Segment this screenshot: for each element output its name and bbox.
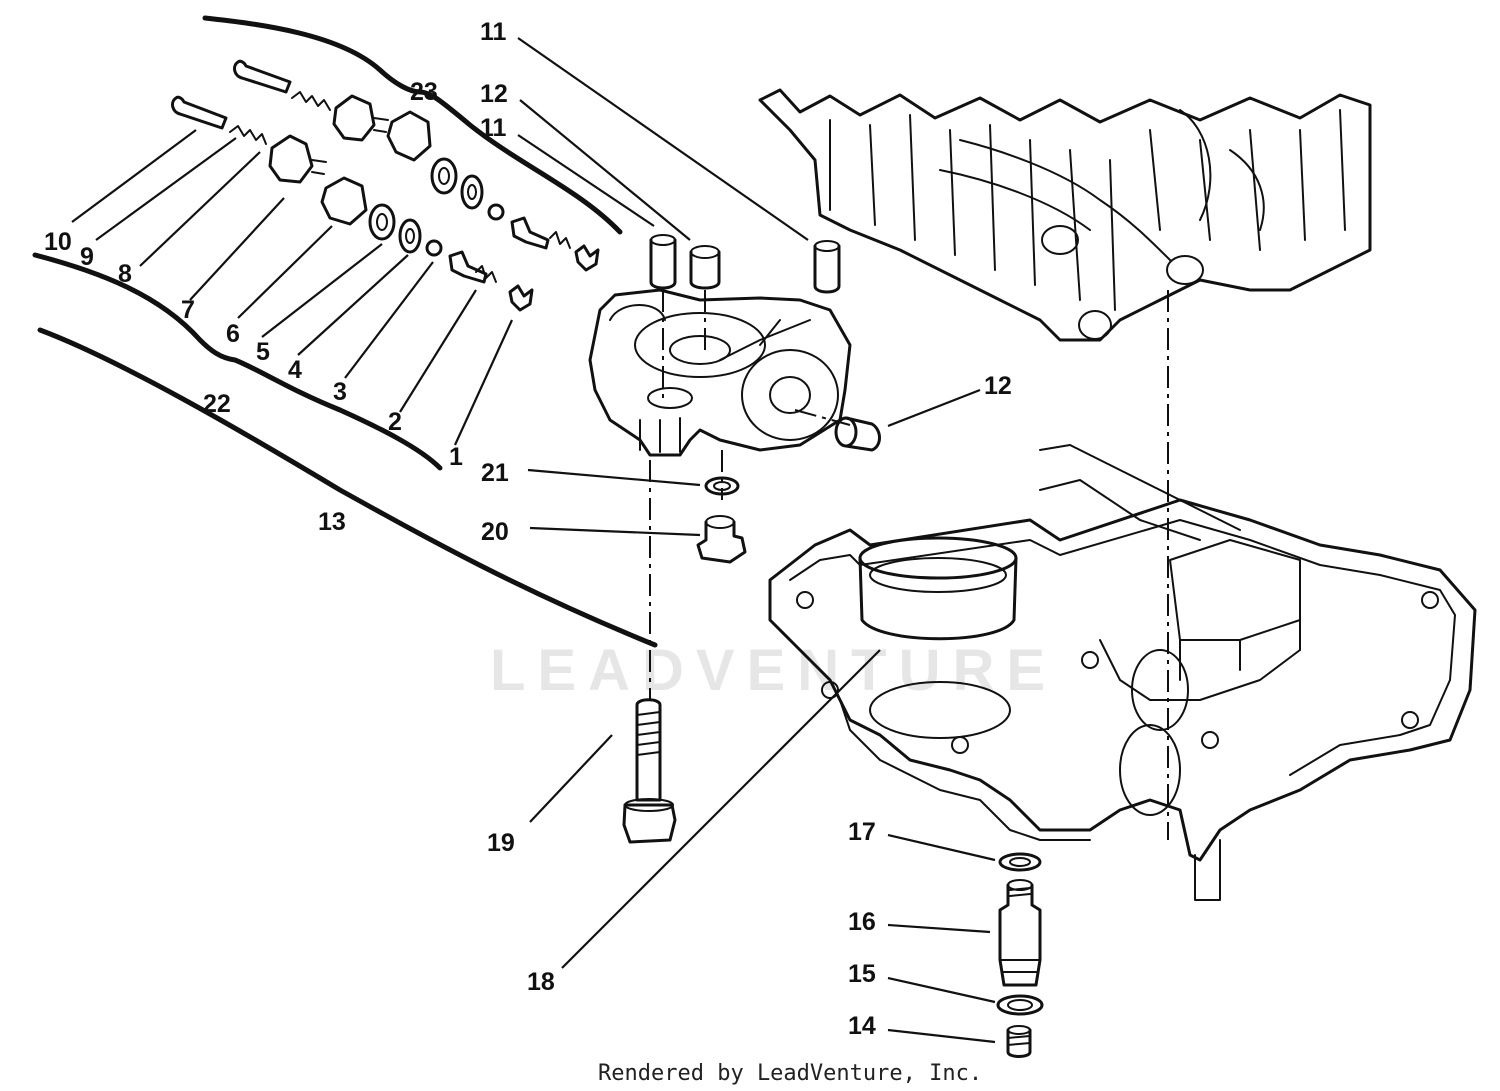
callout-22: 22 bbox=[203, 390, 231, 418]
callout-11-mid: 11 bbox=[480, 114, 507, 142]
fitting-16 bbox=[998, 879, 1042, 987]
watermark-text: LEADVENTURE bbox=[490, 638, 1057, 703]
leader-lines bbox=[71, 37, 996, 1044]
callout-16: 16 bbox=[848, 908, 876, 936]
callout-8: 8 bbox=[118, 260, 132, 288]
bushing-12-right bbox=[834, 416, 881, 452]
callout-21: 21 bbox=[481, 459, 509, 487]
bushing-11-left bbox=[649, 234, 677, 290]
crankcase-sump bbox=[768, 444, 1477, 901]
callout-15: 15 bbox=[848, 960, 876, 988]
callout-3: 3 bbox=[333, 378, 347, 406]
pump-housing bbox=[588, 288, 852, 457]
callout-23: 23 bbox=[410, 78, 438, 106]
alignment-lines bbox=[649, 290, 1169, 840]
callout-19: 19 bbox=[487, 829, 515, 857]
callout-2: 2 bbox=[388, 408, 402, 436]
plug-20 bbox=[696, 515, 747, 564]
engine-block-upper bbox=[758, 88, 1372, 342]
callout-13: 13 bbox=[318, 508, 346, 536]
callout-labels: 1 2 3 4 5 6 7 8 9 10 11 12 11 12 13 14 1… bbox=[44, 18, 1012, 1040]
bushing-11-right bbox=[813, 240, 841, 294]
footer-credit: Rendered by LeadVenture, Inc. bbox=[598, 1061, 982, 1086]
callout-18: 18 bbox=[527, 968, 555, 996]
callout-12-top: 12 bbox=[480, 80, 508, 108]
plug-14 bbox=[1006, 1025, 1032, 1058]
washer-15 bbox=[996, 994, 1044, 1016]
bracket-23 bbox=[202, 15, 623, 235]
callout-17: 17 bbox=[848, 818, 876, 846]
callout-4: 4 bbox=[288, 356, 302, 384]
callout-14: 14 bbox=[848, 1012, 876, 1040]
bushing-12-left bbox=[689, 245, 721, 290]
seal-ring bbox=[858, 536, 1018, 641]
bolt-19 bbox=[622, 698, 677, 844]
callout-11-top: 11 bbox=[480, 18, 507, 46]
callout-12-right: 12 bbox=[984, 372, 1012, 400]
bracket-13 bbox=[37, 327, 658, 648]
check-valve-kit-22 bbox=[171, 95, 534, 312]
callout-9: 9 bbox=[80, 243, 94, 271]
check-valve-kit-23 bbox=[233, 59, 600, 272]
callout-10: 10 bbox=[44, 228, 72, 256]
bracket-22 bbox=[32, 252, 443, 471]
callout-7: 7 bbox=[181, 296, 195, 324]
callout-6: 6 bbox=[226, 320, 240, 348]
washer-17 bbox=[998, 852, 1042, 872]
washer-21 bbox=[704, 476, 740, 496]
callout-5: 5 bbox=[256, 338, 270, 366]
callout-20: 20 bbox=[481, 518, 509, 546]
callout-1: 1 bbox=[449, 443, 463, 471]
